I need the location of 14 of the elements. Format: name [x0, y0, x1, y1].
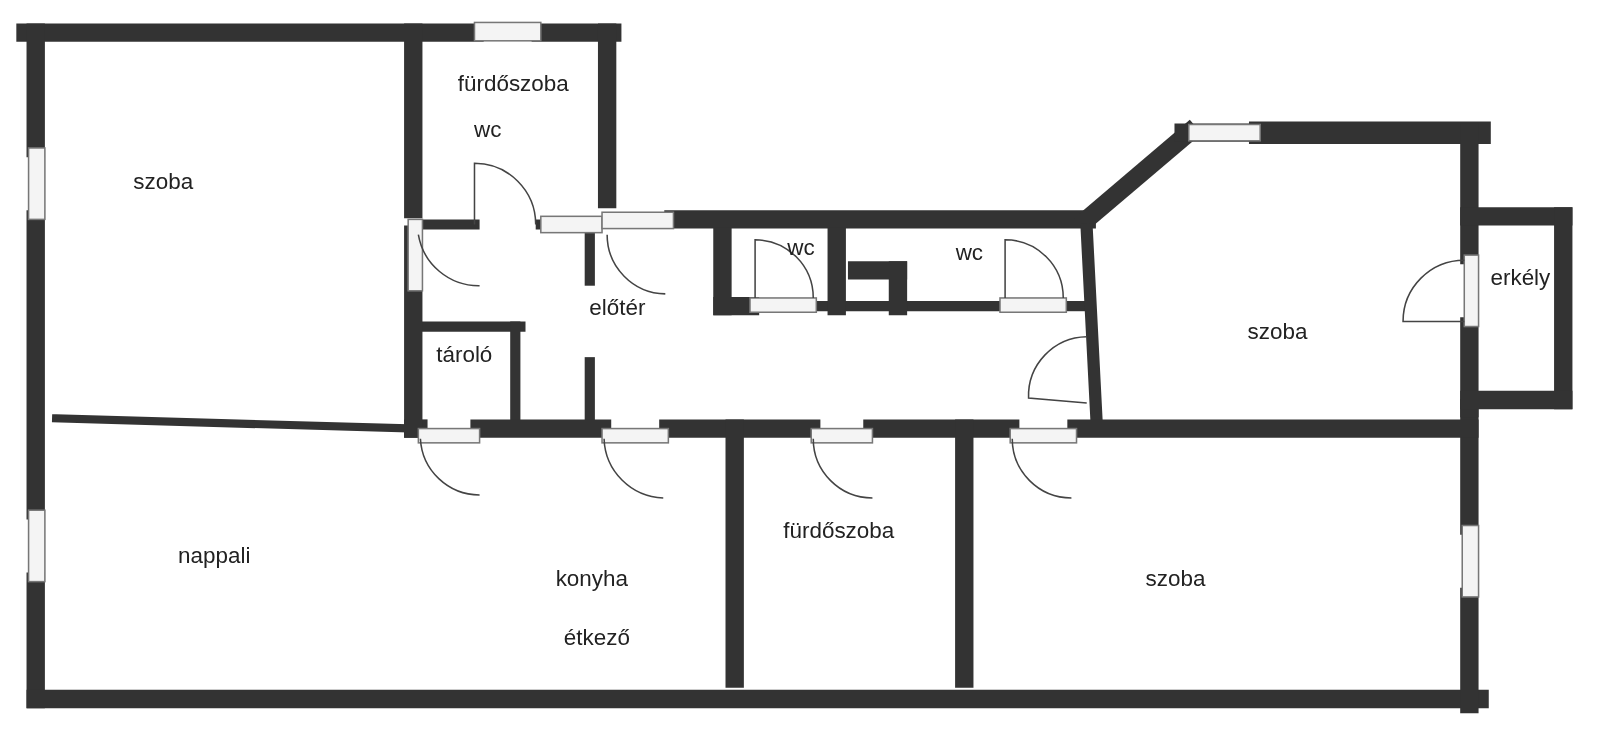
room-label: wc [955, 240, 984, 266]
room-label: fürdőszoba [783, 518, 895, 543]
room-label: tároló [436, 342, 493, 368]
room-label: étkező [563, 625, 630, 651]
room-label: nappali [178, 543, 251, 569]
room-label: szoba [1145, 566, 1206, 591]
room-label: erkély [1490, 265, 1551, 290]
room-label: wc [474, 117, 502, 142]
room-label: fürdőszoba [457, 71, 569, 96]
room-label: szoba [133, 169, 194, 194]
room-label: konyha [555, 566, 629, 591]
room-label: szoba [1247, 319, 1308, 344]
room-label: wc [787, 235, 815, 261]
room-label: előtér [589, 295, 646, 321]
